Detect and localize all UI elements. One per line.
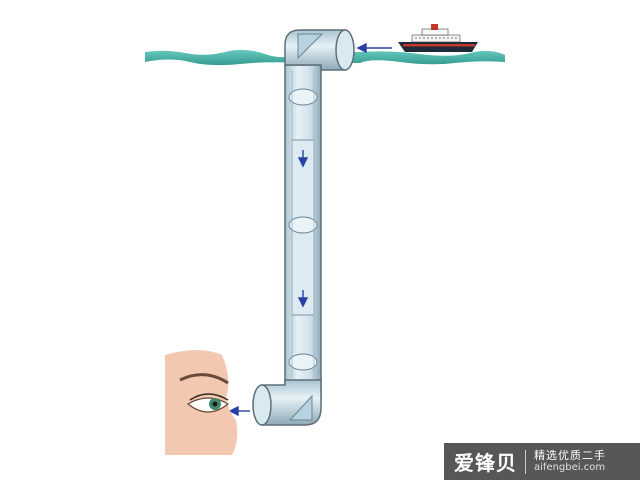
bottom-prism — [288, 394, 313, 421]
watermark-brand: 爱锋贝 — [454, 451, 517, 475]
periscope-tube — [252, 29, 355, 426]
arrow-down-icon — [297, 157, 309, 168]
lens-3 — [288, 353, 318, 371]
light-path — [228, 42, 392, 417]
arrow-left-icon — [356, 42, 367, 54]
arrow-left-icon — [228, 405, 239, 417]
watermark-slogan: 精选优质二手 — [534, 448, 606, 462]
eye-icon — [165, 350, 238, 455]
watermark-domain: aifengbei.com — [534, 462, 606, 474]
watermark-divider — [525, 449, 526, 474]
top-prism — [297, 33, 324, 60]
lens-2 — [288, 216, 318, 234]
watermark-logo: 爱锋贝 精选优质二手 aifengbei.com — [444, 443, 640, 480]
ship-icon — [398, 24, 478, 52]
arrow-down-icon — [297, 297, 309, 308]
lens-1 — [288, 88, 318, 106]
